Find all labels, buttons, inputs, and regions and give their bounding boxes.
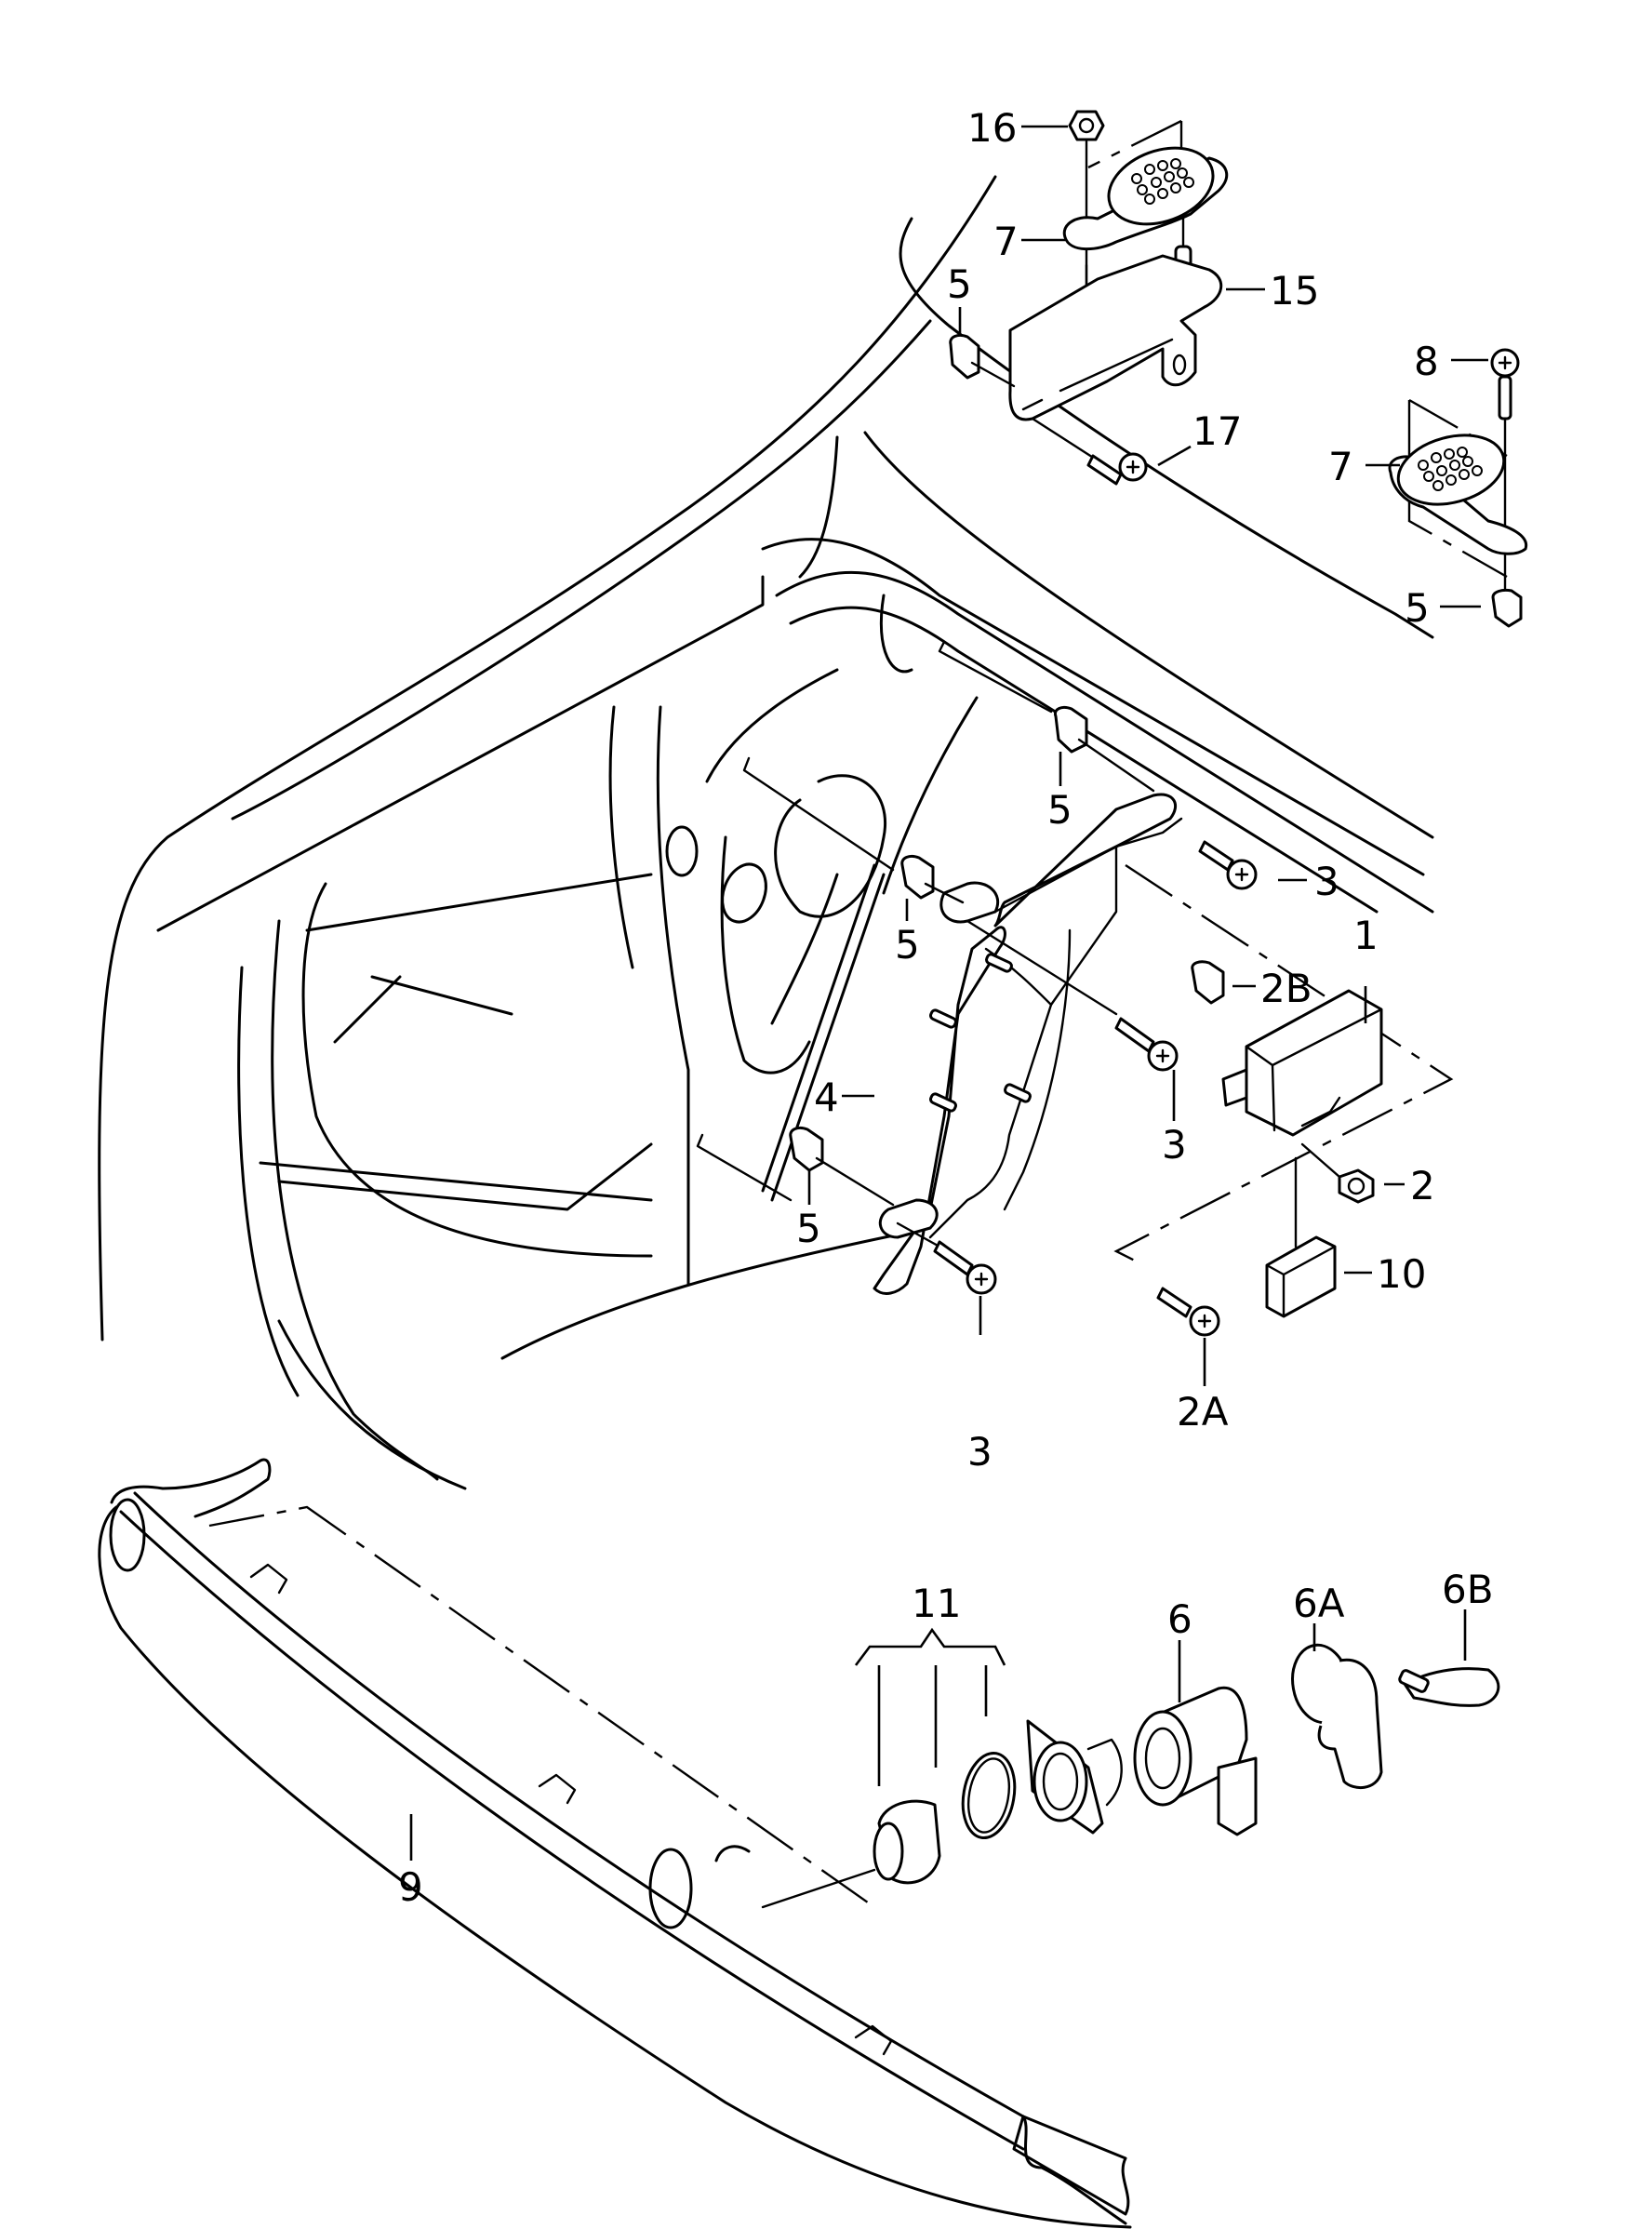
callout-11[interactable]: 11: [912, 1581, 961, 1626]
screw-icon: [1086, 452, 1148, 486]
control-unit-icon: [1221, 989, 1383, 1137]
callout-6A[interactable]: 6A: [1293, 1581, 1345, 1626]
callout-16[interactable]: 16: [967, 105, 1017, 151]
callout-1[interactable]: 1: [1353, 913, 1379, 958]
sensor-assembly: [854, 1627, 1500, 1885]
callout-9[interactable]: 9: [398, 1864, 423, 1910]
callout-5-mid[interactable]: 5: [895, 922, 920, 968]
bolt-icon: [933, 1240, 997, 1295]
control-unit-assembly: [696, 640, 1454, 1337]
clip-nut-icon: [949, 333, 980, 380]
cable-tie-icon: [1398, 1667, 1500, 1707]
nut-icon: [1068, 110, 1105, 141]
callout-3-upper[interactable]: 3: [1314, 859, 1339, 904]
callout-5-right[interactable]: 5: [1405, 585, 1430, 631]
buzzer-icon: [1388, 434, 1528, 555]
screw-icon: [1490, 348, 1520, 420]
callout-2[interactable]: 2: [1410, 1163, 1435, 1208]
cable-clip-icon: [1291, 1643, 1383, 1790]
callout-leaders: [409, 125, 1488, 1861]
callout-6B[interactable]: 6B: [1442, 1567, 1494, 1612]
callout-4[interactable]: 4: [814, 1074, 839, 1120]
callout-8[interactable]: 8: [1414, 339, 1439, 384]
screw-icon: [1156, 1287, 1220, 1337]
sensor-cap-icon: [873, 1799, 941, 1885]
callout-7-top[interactable]: 7: [993, 219, 1019, 264]
bolt-icon: [1114, 1017, 1179, 1072]
car-body-outline: [98, 175, 1434, 1490]
connector-icon: [1265, 1235, 1337, 1318]
callout-10[interactable]: 10: [1377, 1251, 1426, 1297]
o-ring-icon: [961, 1751, 1017, 1840]
callout-3-mid[interactable]: 3: [1162, 1122, 1187, 1168]
callout-2B[interactable]: 2B: [1260, 966, 1312, 1011]
clip-nut-icon: [1191, 960, 1225, 1005]
callout-5-upper[interactable]: 5: [1047, 787, 1072, 833]
callout-3-lower[interactable]: 3: [967, 1429, 993, 1475]
callout-labels: 16 7 15 5 17 8 7 5 5 3 1 2B 5 4 3 2 10 2…: [398, 105, 1494, 1910]
callout-2A[interactable]: 2A: [1177, 1389, 1229, 1435]
callout-17[interactable]: 17: [1192, 408, 1242, 454]
buzzer-bracket-assembly-top: [949, 110, 1229, 486]
buzzer-icon: [1062, 146, 1229, 251]
sensor-holder-icon: [1026, 1719, 1123, 1835]
buzzer-assembly-right: [1388, 348, 1528, 628]
sensor-icon: [1133, 1686, 1258, 1836]
bolt-icon: [1198, 840, 1258, 890]
clip-nut-icon: [789, 1126, 824, 1172]
bumper-cover: [98, 1458, 1132, 2229]
clip-nut-icon: [1053, 705, 1088, 754]
callout-5-lower[interactable]: 5: [796, 1206, 821, 1251]
callout-7-right[interactable]: 7: [1328, 444, 1353, 489]
callout-15[interactable]: 15: [1270, 268, 1319, 314]
clip-nut-icon: [1491, 588, 1523, 628]
callout-5-bracket[interactable]: 5: [947, 261, 972, 307]
callout-6[interactable]: 6: [1167, 1596, 1192, 1642]
nut-icon: [1338, 1168, 1375, 1204]
clip-nut-icon: [900, 854, 935, 900]
